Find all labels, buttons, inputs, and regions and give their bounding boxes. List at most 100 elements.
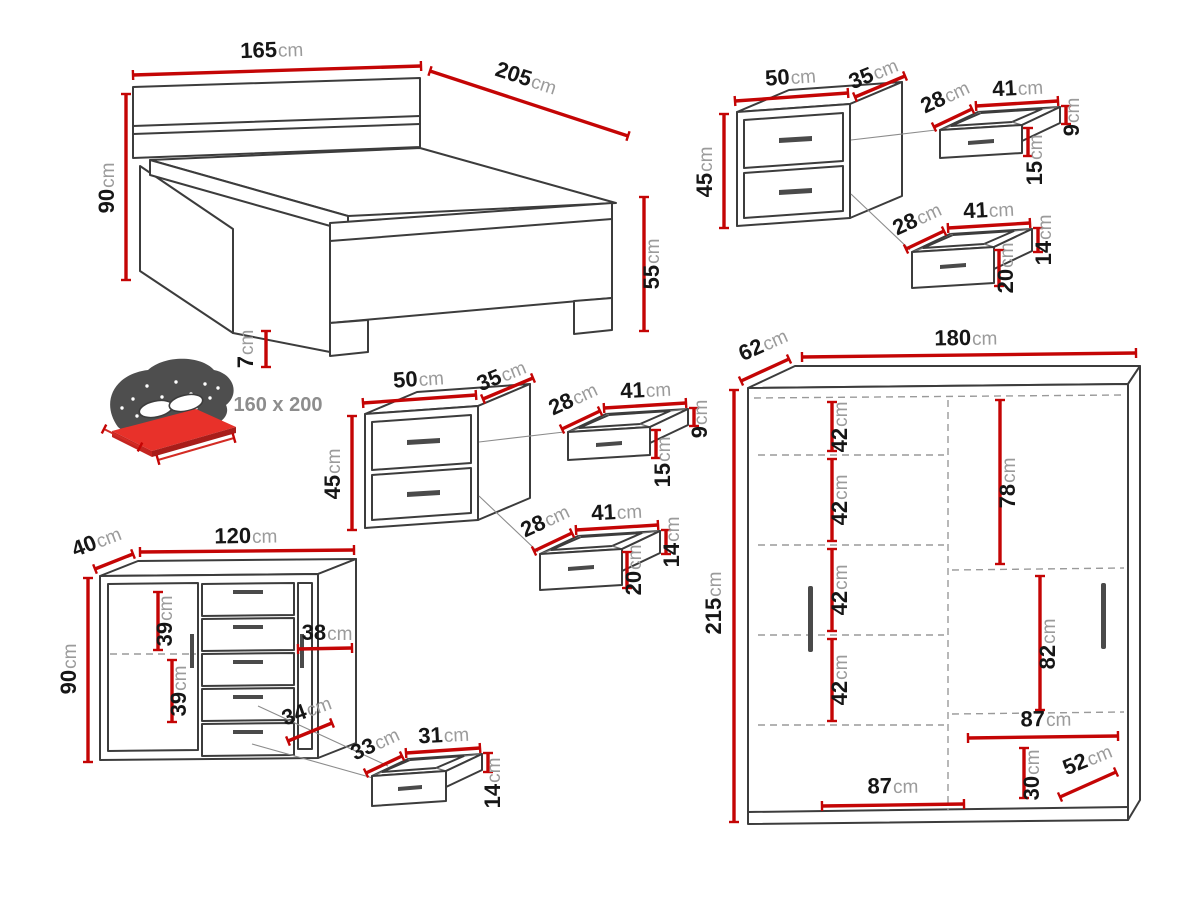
dresser-width-dim-line bbox=[138, 544, 356, 558]
dresser-drawer-tray: 33cm 31cm 14cm bbox=[347, 722, 505, 808]
drawer-handle bbox=[233, 660, 263, 664]
unit: cm bbox=[831, 655, 852, 680]
unit: cm bbox=[831, 402, 852, 427]
unit: cm bbox=[831, 475, 852, 500]
dresser-drawer-front bbox=[201, 722, 295, 757]
unit: cm bbox=[237, 330, 258, 355]
value: 14 bbox=[1031, 240, 1056, 265]
bottom-depth-dim-line bbox=[1056, 766, 1120, 803]
unit: cm bbox=[1035, 215, 1056, 240]
value: 38 bbox=[302, 620, 326, 645]
hanging-height-label: 78cm bbox=[995, 458, 1020, 509]
unit: cm bbox=[327, 624, 352, 645]
dresser-drawer-front bbox=[201, 617, 295, 652]
value: 205 bbox=[492, 56, 535, 91]
value: 15 bbox=[1022, 161, 1047, 185]
mattress-width-arrow bbox=[100, 423, 144, 453]
unit: cm bbox=[252, 526, 278, 547]
nightstand: 50cm 35cm 45cm 28cm 41cm 9cm 15cm bbox=[692, 56, 1084, 294]
right-shelf-dash bbox=[951, 711, 1125, 715]
value: 90 bbox=[56, 670, 81, 694]
top-drawer-width-label: 41cm bbox=[992, 74, 1044, 102]
bottom-drawer-side-height-label: 14cm bbox=[1031, 215, 1056, 266]
dresser-width-label: 120cm bbox=[214, 522, 277, 548]
bed-leg-height-label: 7cm bbox=[233, 330, 258, 369]
top-drawer-side-height-label: 9cm bbox=[1059, 98, 1084, 137]
value: 39 bbox=[152, 622, 177, 646]
dresser-drawer-front bbox=[201, 652, 295, 687]
bed-depth-dim-line bbox=[427, 65, 631, 142]
dresser-inner-width-dim-line bbox=[296, 642, 354, 655]
nightstand-width-label: 50cm bbox=[764, 62, 816, 90]
unit: cm bbox=[999, 458, 1020, 483]
drawer-handle bbox=[779, 136, 812, 143]
unit: cm bbox=[278, 40, 304, 62]
headboard-shelf-line bbox=[132, 115, 421, 127]
dresser-height-label: 90cm bbox=[56, 644, 81, 695]
unit: cm bbox=[643, 239, 664, 264]
value: 180 bbox=[934, 325, 971, 351]
left-width-dim-line bbox=[820, 798, 966, 812]
value: 78 bbox=[995, 484, 1020, 508]
drawer-handle bbox=[233, 695, 263, 699]
dresser-right-door bbox=[297, 582, 313, 750]
wardrobe-width-dim-line bbox=[800, 347, 1138, 363]
dresser-depth-label: 40cm bbox=[68, 520, 124, 562]
value: 14 bbox=[480, 783, 505, 808]
dresser-drawer-width-dim-line bbox=[404, 742, 482, 759]
drawer-handle bbox=[233, 590, 263, 594]
footboard-band-line bbox=[329, 218, 613, 242]
unit: cm bbox=[1039, 619, 1060, 644]
value: 39 bbox=[166, 692, 191, 716]
value: 42 bbox=[827, 428, 852, 452]
lower-right-height-label: 82cm bbox=[1035, 619, 1060, 670]
tray-handle bbox=[940, 263, 966, 269]
nightstand-depth-dim-line bbox=[851, 70, 909, 103]
bed-height-label: 90cm bbox=[94, 163, 119, 214]
wardrobe-depth-label: 62cm bbox=[735, 322, 792, 366]
value: 41 bbox=[992, 75, 1018, 101]
value: 165 bbox=[240, 37, 278, 63]
unit: cm bbox=[831, 565, 852, 590]
bed-right-leg bbox=[573, 297, 613, 335]
unit: cm bbox=[696, 147, 717, 172]
value: 215 bbox=[701, 598, 726, 635]
value: 90 bbox=[94, 189, 119, 213]
pillow bbox=[168, 393, 204, 413]
unit: cm bbox=[156, 596, 177, 621]
nightstand-width-dim-line bbox=[733, 87, 850, 107]
dresser: 40cm 120cm 90cm 39cm 39cm 38cm 34cm 33cm… bbox=[56, 520, 505, 808]
mattress-size-icon: 160 x 200 bbox=[100, 358, 323, 466]
shelf-gap-label-1: 42cm bbox=[827, 402, 852, 453]
bed-width-label: 165cm bbox=[240, 36, 304, 63]
nightstand-side-face bbox=[849, 81, 903, 219]
bed-depth-label: 205cm bbox=[492, 56, 560, 99]
unit: cm bbox=[443, 725, 469, 747]
bottom-drawer-depth-dim-line bbox=[902, 225, 948, 255]
bed-footboard bbox=[329, 202, 613, 324]
bottom-drawer-width-label: 41cm bbox=[963, 196, 1015, 224]
dresser-lower-inner-width-dim-line bbox=[284, 717, 336, 747]
shelf-gap-label-3: 42cm bbox=[827, 565, 852, 616]
mattress-size-label: 160 x 200 bbox=[234, 394, 323, 416]
left-width-label: 87cm bbox=[867, 773, 918, 799]
dresser-inner-width-label: 38cm bbox=[302, 620, 353, 645]
value: 20 bbox=[993, 269, 1018, 293]
unit: cm bbox=[1063, 98, 1084, 123]
unit: cm bbox=[790, 66, 817, 89]
bottom-drawer-width-dim-line bbox=[946, 217, 1032, 234]
unit: cm bbox=[705, 571, 726, 596]
top-drawer-tray: 28cm 41cm 9cm 15cm bbox=[917, 74, 1084, 185]
shelf-gap-label-4: 42cm bbox=[827, 655, 852, 706]
mattress-length-arrow bbox=[155, 432, 237, 466]
leader-line bbox=[850, 193, 911, 251]
bed: 165cm 205cm 90cm 55cm 7cm bbox=[94, 36, 664, 369]
unit: cm bbox=[972, 328, 998, 349]
tray-handle bbox=[398, 785, 422, 791]
nightstand-2 bbox=[320, 354, 712, 595]
bed-width-dim-line bbox=[131, 60, 423, 81]
value: 30 bbox=[1019, 776, 1044, 800]
bottom-drawer-front-height-label: 20cm bbox=[993, 243, 1018, 294]
